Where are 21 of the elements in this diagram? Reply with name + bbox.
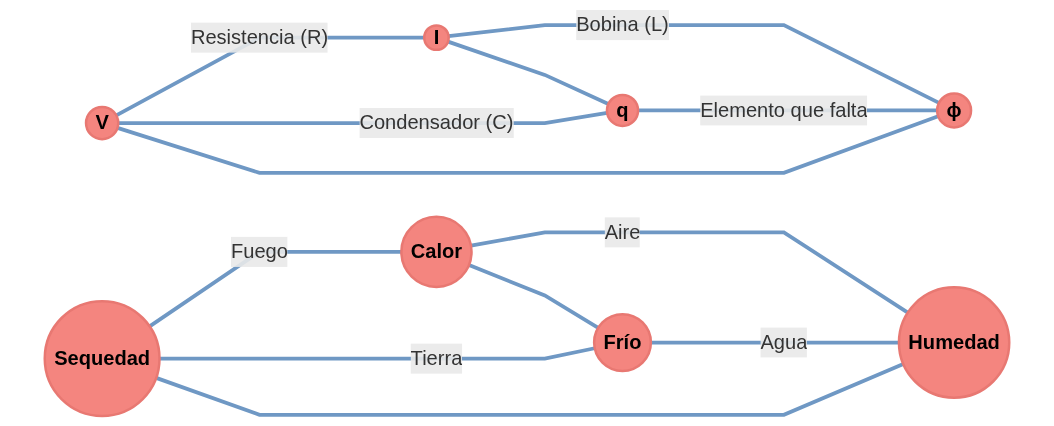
node-circle: Calor: [400, 215, 473, 289]
node-circle: Sequedad: [43, 299, 161, 418]
edge-label: Bobina (L): [576, 13, 669, 36]
edge-label: Condensador (C): [359, 111, 514, 134]
node-circle: Frío: [592, 312, 653, 373]
connector: [468, 263, 600, 330]
connector: [155, 362, 905, 417]
node-circle: V: [84, 105, 120, 141]
node-circle: q: [605, 93, 640, 128]
edge-label: Agua: [760, 331, 808, 353]
connector: [447, 39, 610, 106]
edge-label: Resistencia (R): [190, 26, 329, 48]
edge-label: Tierra: [410, 347, 463, 369]
connector: [470, 230, 909, 315]
node-circle: ϕ: [935, 92, 973, 129]
edge-label: Fuego: [231, 240, 288, 262]
connector: [116, 114, 939, 175]
edge-label: Elemento que falta: [700, 99, 868, 121]
node-circle: Humedad: [897, 286, 1011, 399]
edge-label: Aire: [604, 221, 641, 243]
node-circle: I: [423, 24, 450, 52]
